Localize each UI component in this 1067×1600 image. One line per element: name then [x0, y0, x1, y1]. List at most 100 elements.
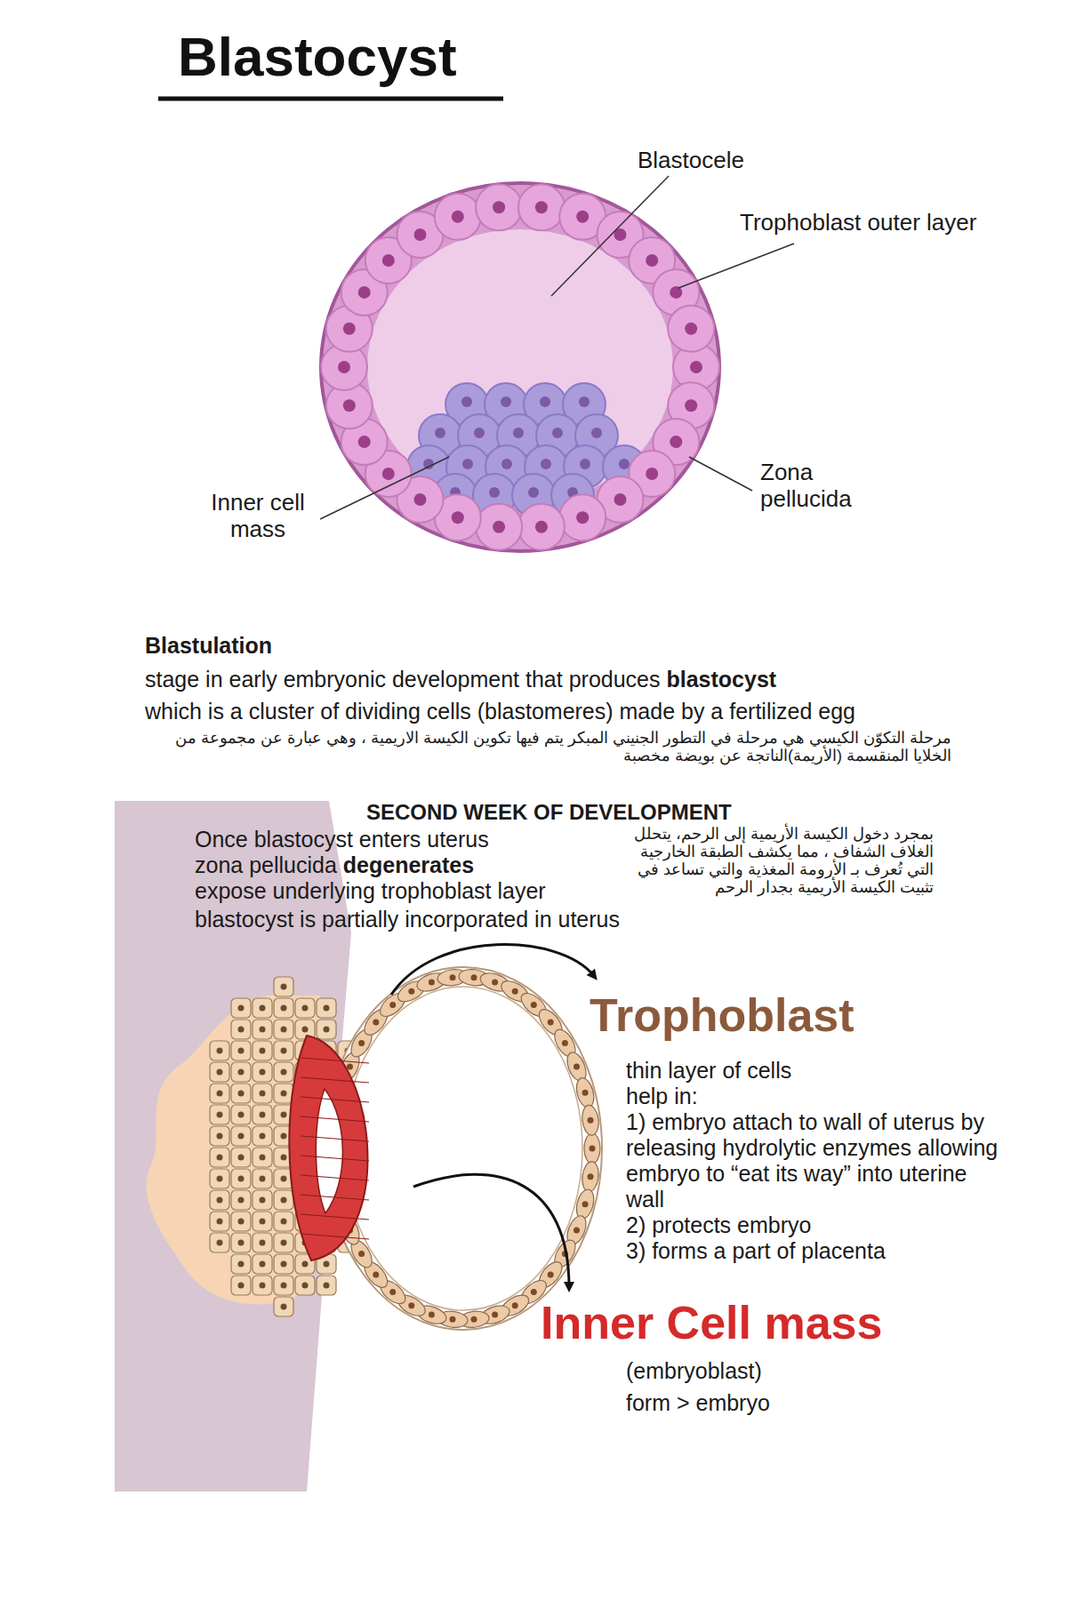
nucleus: [561, 1040, 569, 1047]
cell: [316, 1275, 337, 1296]
cell-border: [300, 1136, 370, 1142]
cell: [475, 184, 522, 231]
nucleus: [492, 521, 506, 534]
nucleus: [259, 1176, 266, 1183]
cell: [273, 1233, 294, 1253]
nucleus: [337, 361, 351, 374]
nucleus: [389, 1002, 396, 1009]
nucleus: [238, 1219, 245, 1226]
nucleus: [238, 1197, 245, 1204]
nucleus: [539, 396, 551, 408]
cell: [518, 184, 565, 231]
nucleus: [358, 286, 371, 299]
section-heading: SECOND WEEK OF DEVELOPMENT: [366, 800, 732, 826]
cell: [316, 998, 337, 1019]
syncytiotrophoblast-cells: [209, 977, 358, 1317]
cell: [209, 1062, 230, 1083]
nucleus: [535, 521, 548, 534]
cell: [580, 1104, 601, 1137]
cell: [209, 1126, 230, 1147]
nucleus: [684, 322, 698, 336]
nucleus: [530, 1289, 538, 1296]
cell: [252, 1126, 273, 1147]
cell-border: [300, 1116, 370, 1123]
nucleus: [323, 1261, 330, 1268]
nucleus: [434, 427, 446, 439]
nucleus: [280, 1261, 288, 1268]
zona-pellucida: [320, 183, 720, 552]
cell: [252, 1019, 273, 1040]
nucleus: [669, 286, 682, 299]
nucleus: [323, 1026, 330, 1034]
body-text: thin layer of cells: [625, 1058, 792, 1084]
body-text: form > embryo: [625, 1390, 771, 1417]
nucleus: [489, 487, 500, 498]
cell: [209, 1211, 230, 1232]
body-text: expose underlying trophoblast layer: [194, 878, 546, 905]
nucleus: [259, 1133, 266, 1140]
body-text: Once blastocyst enters uterus: [194, 826, 490, 853]
nucleus: [280, 1005, 288, 1012]
cell: [580, 1161, 601, 1194]
nucleus: [238, 1026, 245, 1034]
nucleus: [259, 1219, 266, 1226]
nucleus: [547, 1272, 554, 1279]
nucleus: [238, 1091, 245, 1098]
nucleus: [451, 511, 465, 524]
part-label: Blastocele: [637, 146, 745, 174]
nucleus: [238, 1005, 245, 1012]
cell: [252, 1254, 273, 1275]
part-heading: Trophoblast: [589, 988, 855, 1043]
nucleus: [216, 1240, 224, 1247]
nucleus: [372, 1272, 379, 1279]
cell-border: [300, 1097, 370, 1103]
nucleus: [582, 1090, 589, 1097]
cell: [231, 1147, 251, 1168]
nucleus: [512, 1302, 519, 1309]
nucleus: [238, 1133, 245, 1140]
nucleus: [451, 210, 465, 224]
nucleus: [547, 1019, 554, 1027]
cell: [273, 1041, 294, 1061]
nucleus: [259, 1197, 266, 1204]
nucleus: [492, 200, 506, 214]
nucleus: [280, 1048, 288, 1055]
nucleus: [323, 1005, 330, 1012]
nucleus: [259, 1283, 266, 1290]
nucleus: [408, 1302, 415, 1309]
title: Blastocyst: [177, 24, 458, 89]
cell: [252, 1169, 273, 1189]
cell: [252, 1147, 273, 1168]
cell: [273, 1190, 294, 1211]
cell: [273, 1254, 294, 1275]
cell: [231, 1190, 251, 1211]
nucleus: [582, 1201, 589, 1208]
nucleus: [669, 435, 682, 449]
body-text: degenerates: [343, 852, 474, 879]
cell: [273, 977, 294, 997]
nucleus: [238, 1283, 245, 1290]
nucleus: [530, 1002, 538, 1009]
nucleus: [552, 427, 563, 439]
nucleus: [576, 210, 589, 224]
nucleus: [238, 1155, 245, 1162]
cell: [231, 1211, 251, 1232]
nucleus: [414, 493, 427, 506]
cell: [295, 1275, 315, 1296]
nucleus: [358, 1040, 365, 1047]
nucleus: [389, 1289, 396, 1296]
cell: [209, 1041, 230, 1061]
nucleus: [501, 458, 513, 470]
nucleus: [280, 1304, 288, 1311]
nucleus: [491, 1312, 498, 1319]
icm-cell-borders: [300, 1058, 370, 1240]
nucleus: [280, 1112, 288, 1119]
inner-cell-mass-red: [288, 1035, 368, 1261]
nucleus: [382, 467, 395, 481]
nucleus: [302, 1261, 309, 1268]
nucleus: [259, 1091, 266, 1098]
nucleus: [449, 1316, 457, 1324]
body-text: stage in early embryonic development tha…: [144, 666, 661, 693]
nucleus: [645, 467, 658, 481]
cell: [316, 1019, 337, 1040]
